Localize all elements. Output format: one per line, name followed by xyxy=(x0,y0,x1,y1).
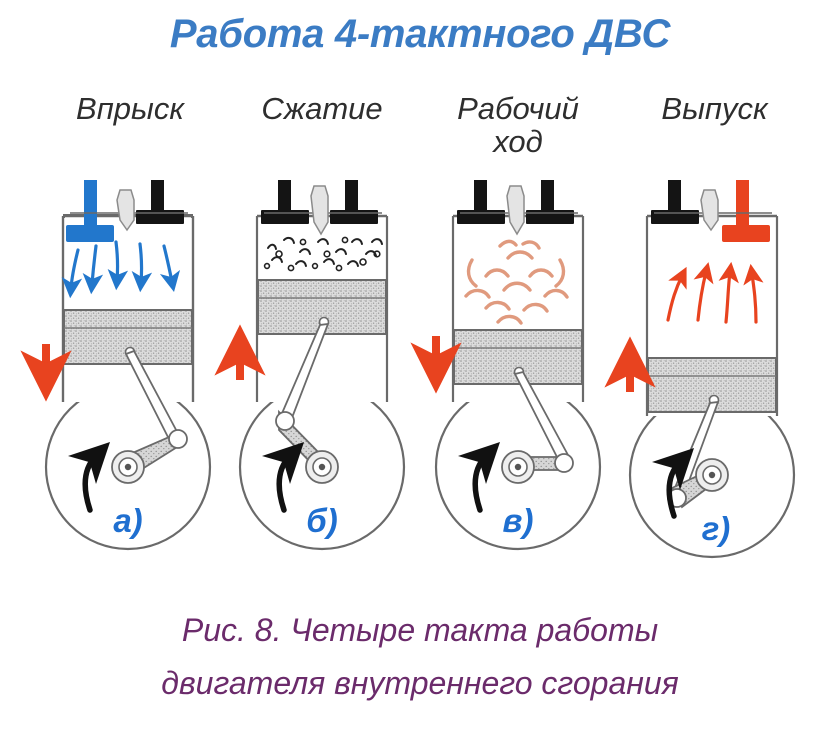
exhaust-valve-head xyxy=(330,210,378,224)
crank-pin xyxy=(275,411,295,431)
stage-header-intake: Впрыск xyxy=(76,91,184,126)
engine-stage-exhaust: г) xyxy=(604,180,796,559)
crank-center xyxy=(124,463,132,471)
rotation-arrow xyxy=(457,441,500,513)
intake-valve-head xyxy=(261,210,309,224)
stage-header-compression: Сжатие xyxy=(261,91,383,126)
spark-plug xyxy=(116,189,135,232)
rotation-arrow xyxy=(651,447,694,519)
engine-stage-compression: б) xyxy=(214,180,406,551)
spark-plug xyxy=(506,185,525,236)
page-title: Работа 4-тактного ДВС xyxy=(169,12,671,56)
engine-stage-intake: а) xyxy=(20,180,212,551)
intake-valve-stem xyxy=(668,180,681,210)
exhaust-valve-head xyxy=(722,225,770,242)
caption-line-2: двигателя внутреннего сгорания xyxy=(161,664,679,701)
exhaust-valve-stem xyxy=(345,180,358,210)
crank-pin xyxy=(554,453,574,473)
crank-center xyxy=(318,463,326,471)
crank-pin xyxy=(168,429,188,449)
spark-plug xyxy=(700,189,719,232)
figure-caption: Рис. 8. Четыре такта работы двигателя вн… xyxy=(0,604,840,710)
intake-valve-head xyxy=(66,225,114,242)
crank-center xyxy=(708,471,716,479)
intake-valve-head xyxy=(457,210,505,224)
rotation-arrow xyxy=(67,441,110,513)
combustion-flame-arcs xyxy=(464,239,569,325)
engine-diagram-row: а) xyxy=(0,180,840,580)
exhaust-valve-stem xyxy=(151,180,164,210)
engine-cycle-svg: а) xyxy=(20,180,796,559)
engine-stage-power: в) xyxy=(410,180,602,551)
exhaust-valve-stem xyxy=(736,180,749,225)
exhaust-valve-head xyxy=(136,210,184,224)
exhaust-flow-arrows xyxy=(666,261,764,324)
exhaust-valve-stem xyxy=(541,180,554,210)
crank-center xyxy=(514,463,522,471)
stage-header-row: Впрыск Сжатие Рабочий ход Выпуск xyxy=(0,92,840,182)
intake-valve-stem xyxy=(84,180,97,225)
stage-label-d: г) xyxy=(702,510,731,547)
stage-header-power: Рабочий ход xyxy=(457,91,579,160)
mixture-dots xyxy=(263,236,381,272)
intake-valve-stem xyxy=(278,180,291,210)
intake-valve-stem xyxy=(474,180,487,210)
caption-line-1: Рис. 8. Четыре такта работы xyxy=(181,612,659,648)
intake-flow-arrows xyxy=(61,240,181,299)
rotation-arrow xyxy=(261,441,304,513)
exhaust-valve-head xyxy=(526,210,574,224)
stage-header-exhaust: Выпуск xyxy=(661,91,768,126)
stage-label-b: б) xyxy=(306,502,337,539)
stage-label-c: в) xyxy=(503,502,534,539)
stage-label-a: а) xyxy=(113,502,142,539)
intake-valve-head xyxy=(651,210,699,224)
spark-plug xyxy=(310,185,329,236)
